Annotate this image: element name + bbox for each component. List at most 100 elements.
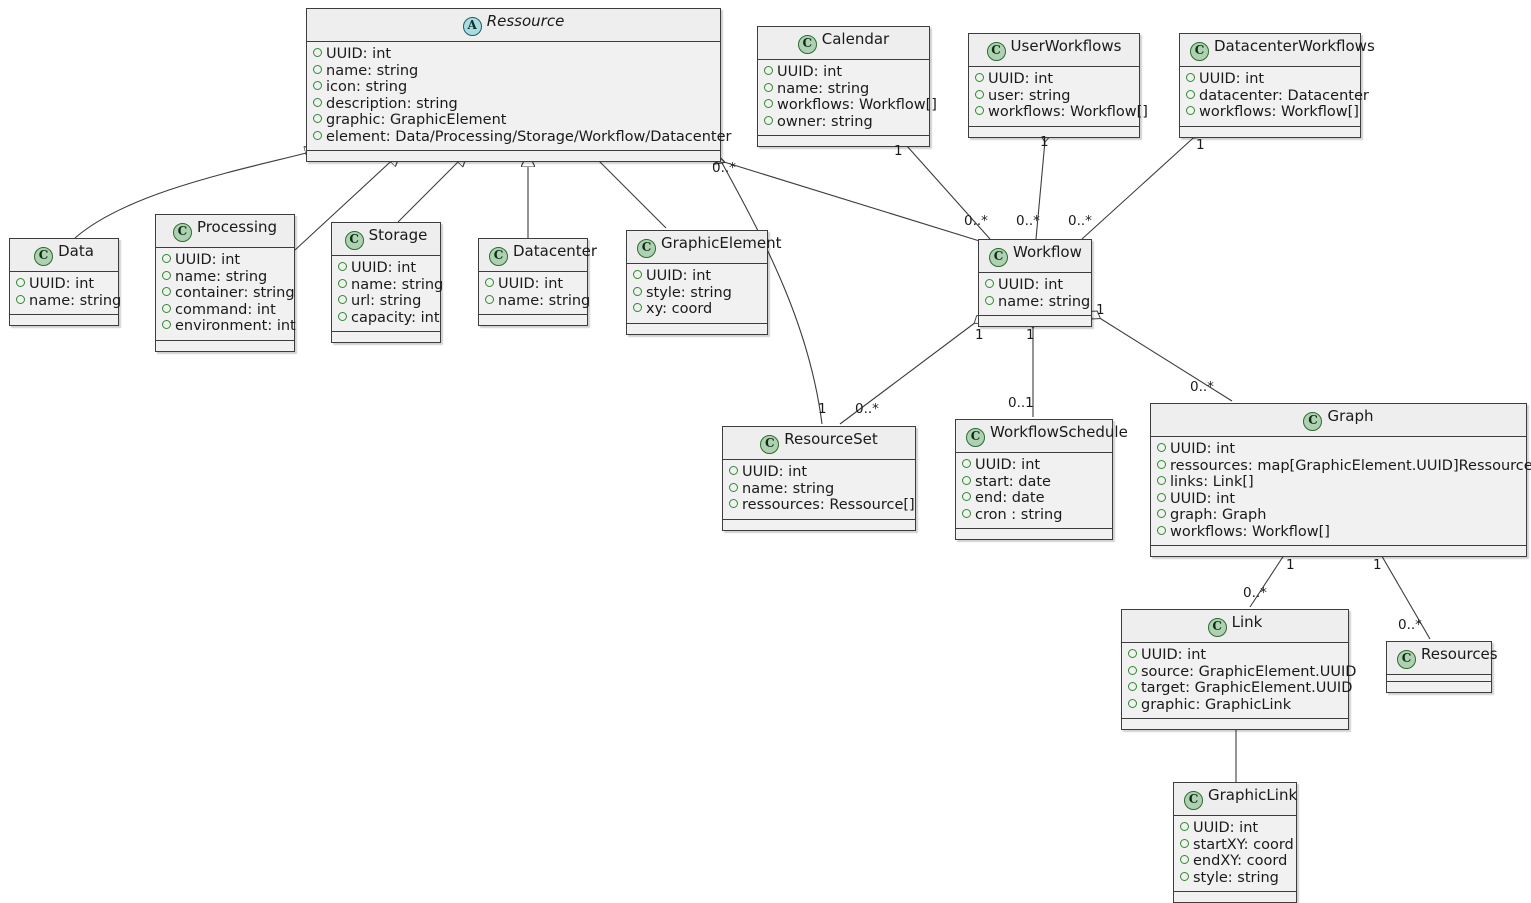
class-icon: C xyxy=(986,42,1006,61)
attribute-row: UUID: int xyxy=(313,46,714,63)
attribute-row: icon: string xyxy=(313,79,714,96)
attribute-label: links: Link[] xyxy=(1170,474,1254,490)
attribute-row: name: string xyxy=(16,293,121,310)
visibility-public-icon xyxy=(1128,698,1137,708)
attribute-label: graph: Graph xyxy=(1170,507,1267,523)
visibility-public-icon xyxy=(1128,649,1137,658)
multiplicity-label: 1 xyxy=(975,327,984,343)
class-methods-resourceset xyxy=(723,519,915,530)
attribute-row: graphic: GraphicLink xyxy=(1128,697,1342,714)
visibility-public-icon xyxy=(313,130,322,140)
class-icon: C xyxy=(344,231,364,250)
visibility-public-icon xyxy=(1157,509,1166,518)
attribute-label: name: string xyxy=(29,292,122,309)
visibility-public-icon xyxy=(338,295,347,304)
visibility-public-icon xyxy=(962,459,971,468)
attribute-label: UUID: int xyxy=(1199,71,1265,87)
attribute-label: UUID: int xyxy=(998,277,1064,293)
visibility-public-icon xyxy=(1128,682,1137,691)
visibility-public-icon xyxy=(975,73,984,82)
visibility-public-icon xyxy=(1186,89,1195,99)
attribute-label: name: string xyxy=(326,62,419,79)
class-title-workflow: Workflow xyxy=(1013,243,1082,261)
visibility-public-icon xyxy=(338,262,347,271)
class-methods-userworkflows xyxy=(969,126,1139,137)
class-title-link: Link xyxy=(1231,613,1263,631)
attribute-row: url: string xyxy=(338,293,434,310)
visibility-public-icon xyxy=(633,286,642,296)
attribute-row: UUID: int xyxy=(729,464,909,481)
attribute-label: end: date xyxy=(975,490,1045,506)
attribute-label: graphic: GraphicLink xyxy=(1141,696,1292,713)
class-icon: C xyxy=(1303,412,1323,431)
visibility-public-icon xyxy=(985,279,994,288)
attribute-label: name: string xyxy=(742,480,835,497)
multiplicity-label: 1 xyxy=(1286,557,1295,573)
class-icon: C xyxy=(172,223,192,242)
attribute-label: graphic: GraphicElement xyxy=(326,112,507,128)
attribute-label: UUID: int xyxy=(351,260,417,276)
attribute-label: UUID: int xyxy=(1170,441,1236,457)
attribute-label: name: string xyxy=(998,293,1091,310)
multiplicity-label: 1 xyxy=(1040,134,1049,150)
attribute-row: name: string xyxy=(338,277,443,294)
class-methods-graphiclink xyxy=(1174,892,1296,902)
class-icon: C xyxy=(989,248,1008,267)
class-title-userworkflows: UserWorkflows xyxy=(1010,37,1122,55)
visibility-public-icon xyxy=(313,114,322,123)
visibility-public-icon xyxy=(162,254,171,263)
class-icon: C xyxy=(966,428,985,447)
class-title-datacenter: Datacenter xyxy=(513,242,598,260)
attribute-row: UUID: int xyxy=(1180,820,1290,837)
class-methods-link xyxy=(1122,719,1348,729)
attribute-row: ressources: map[GraphicElement.UUID]Ress… xyxy=(1157,458,1531,475)
attribute-row: UUID: int xyxy=(633,268,761,285)
class-icon: C xyxy=(1397,650,1416,669)
visibility-public-icon xyxy=(162,270,171,280)
attribute-row: UUID: int xyxy=(764,64,923,81)
class-methods-calendar xyxy=(758,136,929,146)
attribute-label: style: string xyxy=(646,284,732,301)
attribute-label: workflows: Workflow[] xyxy=(1199,104,1359,120)
class-icon: C xyxy=(1190,42,1209,61)
class-icon: C xyxy=(34,247,54,266)
attribute-row: container: string xyxy=(162,285,295,302)
attribute-label: ressources: Ressource[] xyxy=(742,497,915,513)
multiplicity-label: 0..1 xyxy=(1008,395,1034,411)
visibility-public-icon xyxy=(633,270,642,279)
attribute-label: workflows: Workflow[] xyxy=(1170,523,1330,540)
attribute-row: workflows: Workflow[] xyxy=(764,97,937,114)
attribute-row: style: string xyxy=(1180,870,1290,887)
visibility-public-icon xyxy=(975,106,984,115)
visibility-public-icon xyxy=(729,499,738,508)
attribute-label: UUID: int xyxy=(498,276,564,292)
attribute-row: source: GraphicElement.UUID xyxy=(1128,664,1356,681)
